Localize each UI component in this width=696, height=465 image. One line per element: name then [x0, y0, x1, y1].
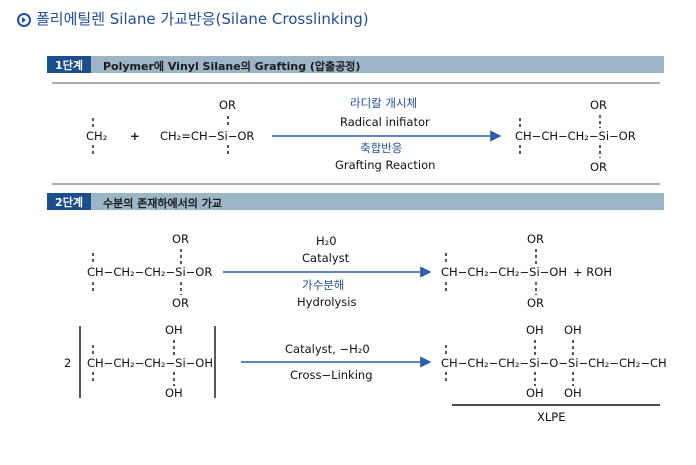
ch2-unit: CH₂: [86, 129, 108, 143]
stage1-arrow-top-en: Radical inifiator: [340, 115, 430, 129]
cross-right-oh-bottom2: OH: [564, 386, 582, 400]
grafted-product: CH−CH−CH₂−Si−OR: [515, 129, 636, 143]
stage1-label: Polymer에 Vinyl Silane의 Grafting (압출공정): [103, 60, 361, 73]
stage1-tag: 1단계: [47, 56, 91, 73]
cross-arrow-bottom: Cross−Linking: [290, 368, 373, 382]
cross-right-oh-bottom1: OH: [526, 386, 544, 400]
product-or-bottom: OR: [590, 160, 608, 174]
hydro-left-or-top: OR: [172, 232, 190, 246]
cross-left-oh-top: OH: [165, 323, 183, 337]
cross-left: CH−CH₂−CH₂−Si−OH: [87, 356, 213, 370]
stage2-label: 수분의 존재하에서의 가교: [103, 197, 222, 210]
cross-right-oh-top1: OH: [526, 323, 544, 337]
stage2-bar: 2단계 수분의 존재하에서의 가교: [47, 193, 664, 210]
cross-arrow-top: Catalyst, −H₂0: [285, 342, 370, 356]
silane-or-top: OR: [219, 98, 237, 112]
cross-left-oh-bottom: OH: [165, 386, 183, 400]
plus-sign: +: [130, 129, 140, 143]
cross-right: CH−CH₂−CH₂−Si−O−Si−CH₂−CH₂−CH: [441, 356, 667, 370]
product-or-top: OR: [590, 98, 608, 112]
stage2-tag: 2단계: [47, 193, 91, 210]
hydro-arrow-bottom-en: Hydrolysis: [297, 295, 357, 309]
stage1-arrow-bottom-en: Grafting Reaction: [335, 158, 436, 172]
hydro-arrow-bottom-ko: 가수분해: [302, 278, 345, 292]
stage1-arrow-bottom-ko: 축합반응: [360, 141, 403, 155]
cross-right-oh-top2: OH: [564, 323, 582, 337]
hydro-right-plus-roh: + ROH: [573, 265, 612, 279]
circle-bullet-icon: [17, 13, 31, 27]
vinyl-silane: CH₂=CH−Si−OR: [160, 129, 255, 143]
hydro-right-or-bottom: OR: [527, 296, 545, 310]
crosslink-coefficient: 2: [64, 356, 72, 370]
hydro-right-or-top: OR: [527, 232, 545, 246]
stage1-bar: 1단계 Polymer에 Vinyl Silane의 Grafting (압출공…: [47, 56, 664, 73]
hydro-right: CH−CH₂−CH₂−Si−OH: [441, 265, 567, 279]
page-title: 폴리에틸렌 Silane 가교반응(Silane Crosslinking): [36, 10, 369, 28]
hydro-left: CH−CH₂−CH₂−Si−OR: [87, 265, 213, 279]
xlpe-label: XLPE: [537, 410, 566, 424]
hydro-arrow-top1: H₂0: [316, 234, 337, 248]
hydro-left-or-bottom: OR: [172, 296, 190, 310]
stage1-arrow-top-ko: 라디칼 개시체: [350, 96, 418, 110]
hydro-arrow-top2: Catalyst: [302, 251, 350, 265]
